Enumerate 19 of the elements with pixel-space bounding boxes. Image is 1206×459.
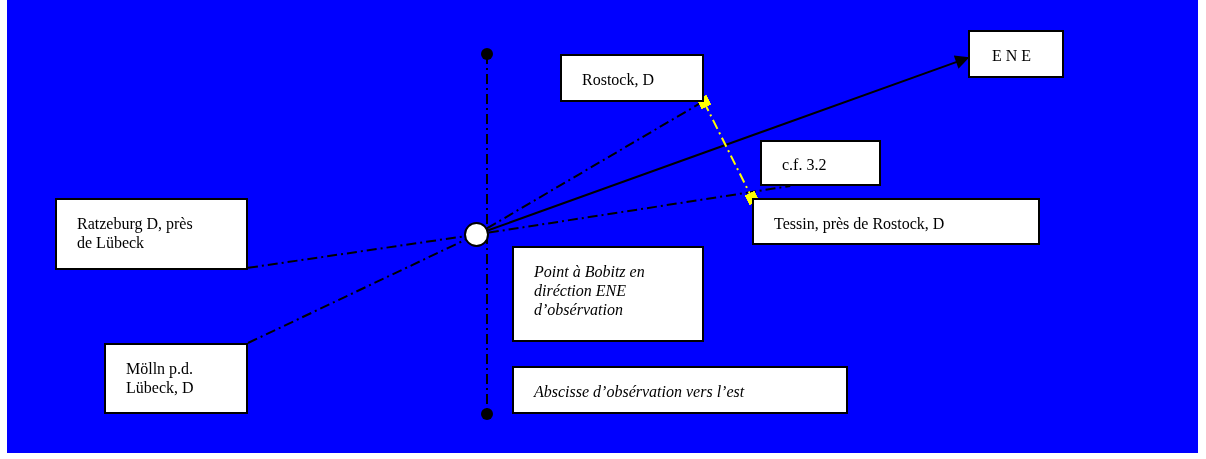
note-text: Point à Bobitz en diréction ENE d’obsérvation (534, 262, 646, 319)
sight-line (487, 185, 792, 234)
place-box (104, 343, 248, 414)
place-label: E N E (992, 46, 1033, 65)
note-box (512, 366, 848, 414)
place-label: c.f. 3.2 (782, 155, 828, 174)
connector-line (696, 94, 760, 206)
note-box (512, 246, 704, 342)
arrow (487, 55, 970, 232)
place-label: Ratzeburg D, près de Lübeck (77, 214, 194, 252)
place-box (55, 198, 248, 270)
place-label: Tessin, près de Rostock, D (774, 214, 946, 233)
direction-box (968, 30, 1064, 78)
place-box (560, 54, 704, 102)
note-text: Abscisse d’obsérvation vers l’est (534, 382, 746, 401)
place-label: Rostock, D (582, 70, 655, 89)
reference-box (760, 140, 881, 186)
place-box (752, 198, 1040, 245)
place-label: Mölln p.d. Lübeck, D (126, 359, 195, 397)
